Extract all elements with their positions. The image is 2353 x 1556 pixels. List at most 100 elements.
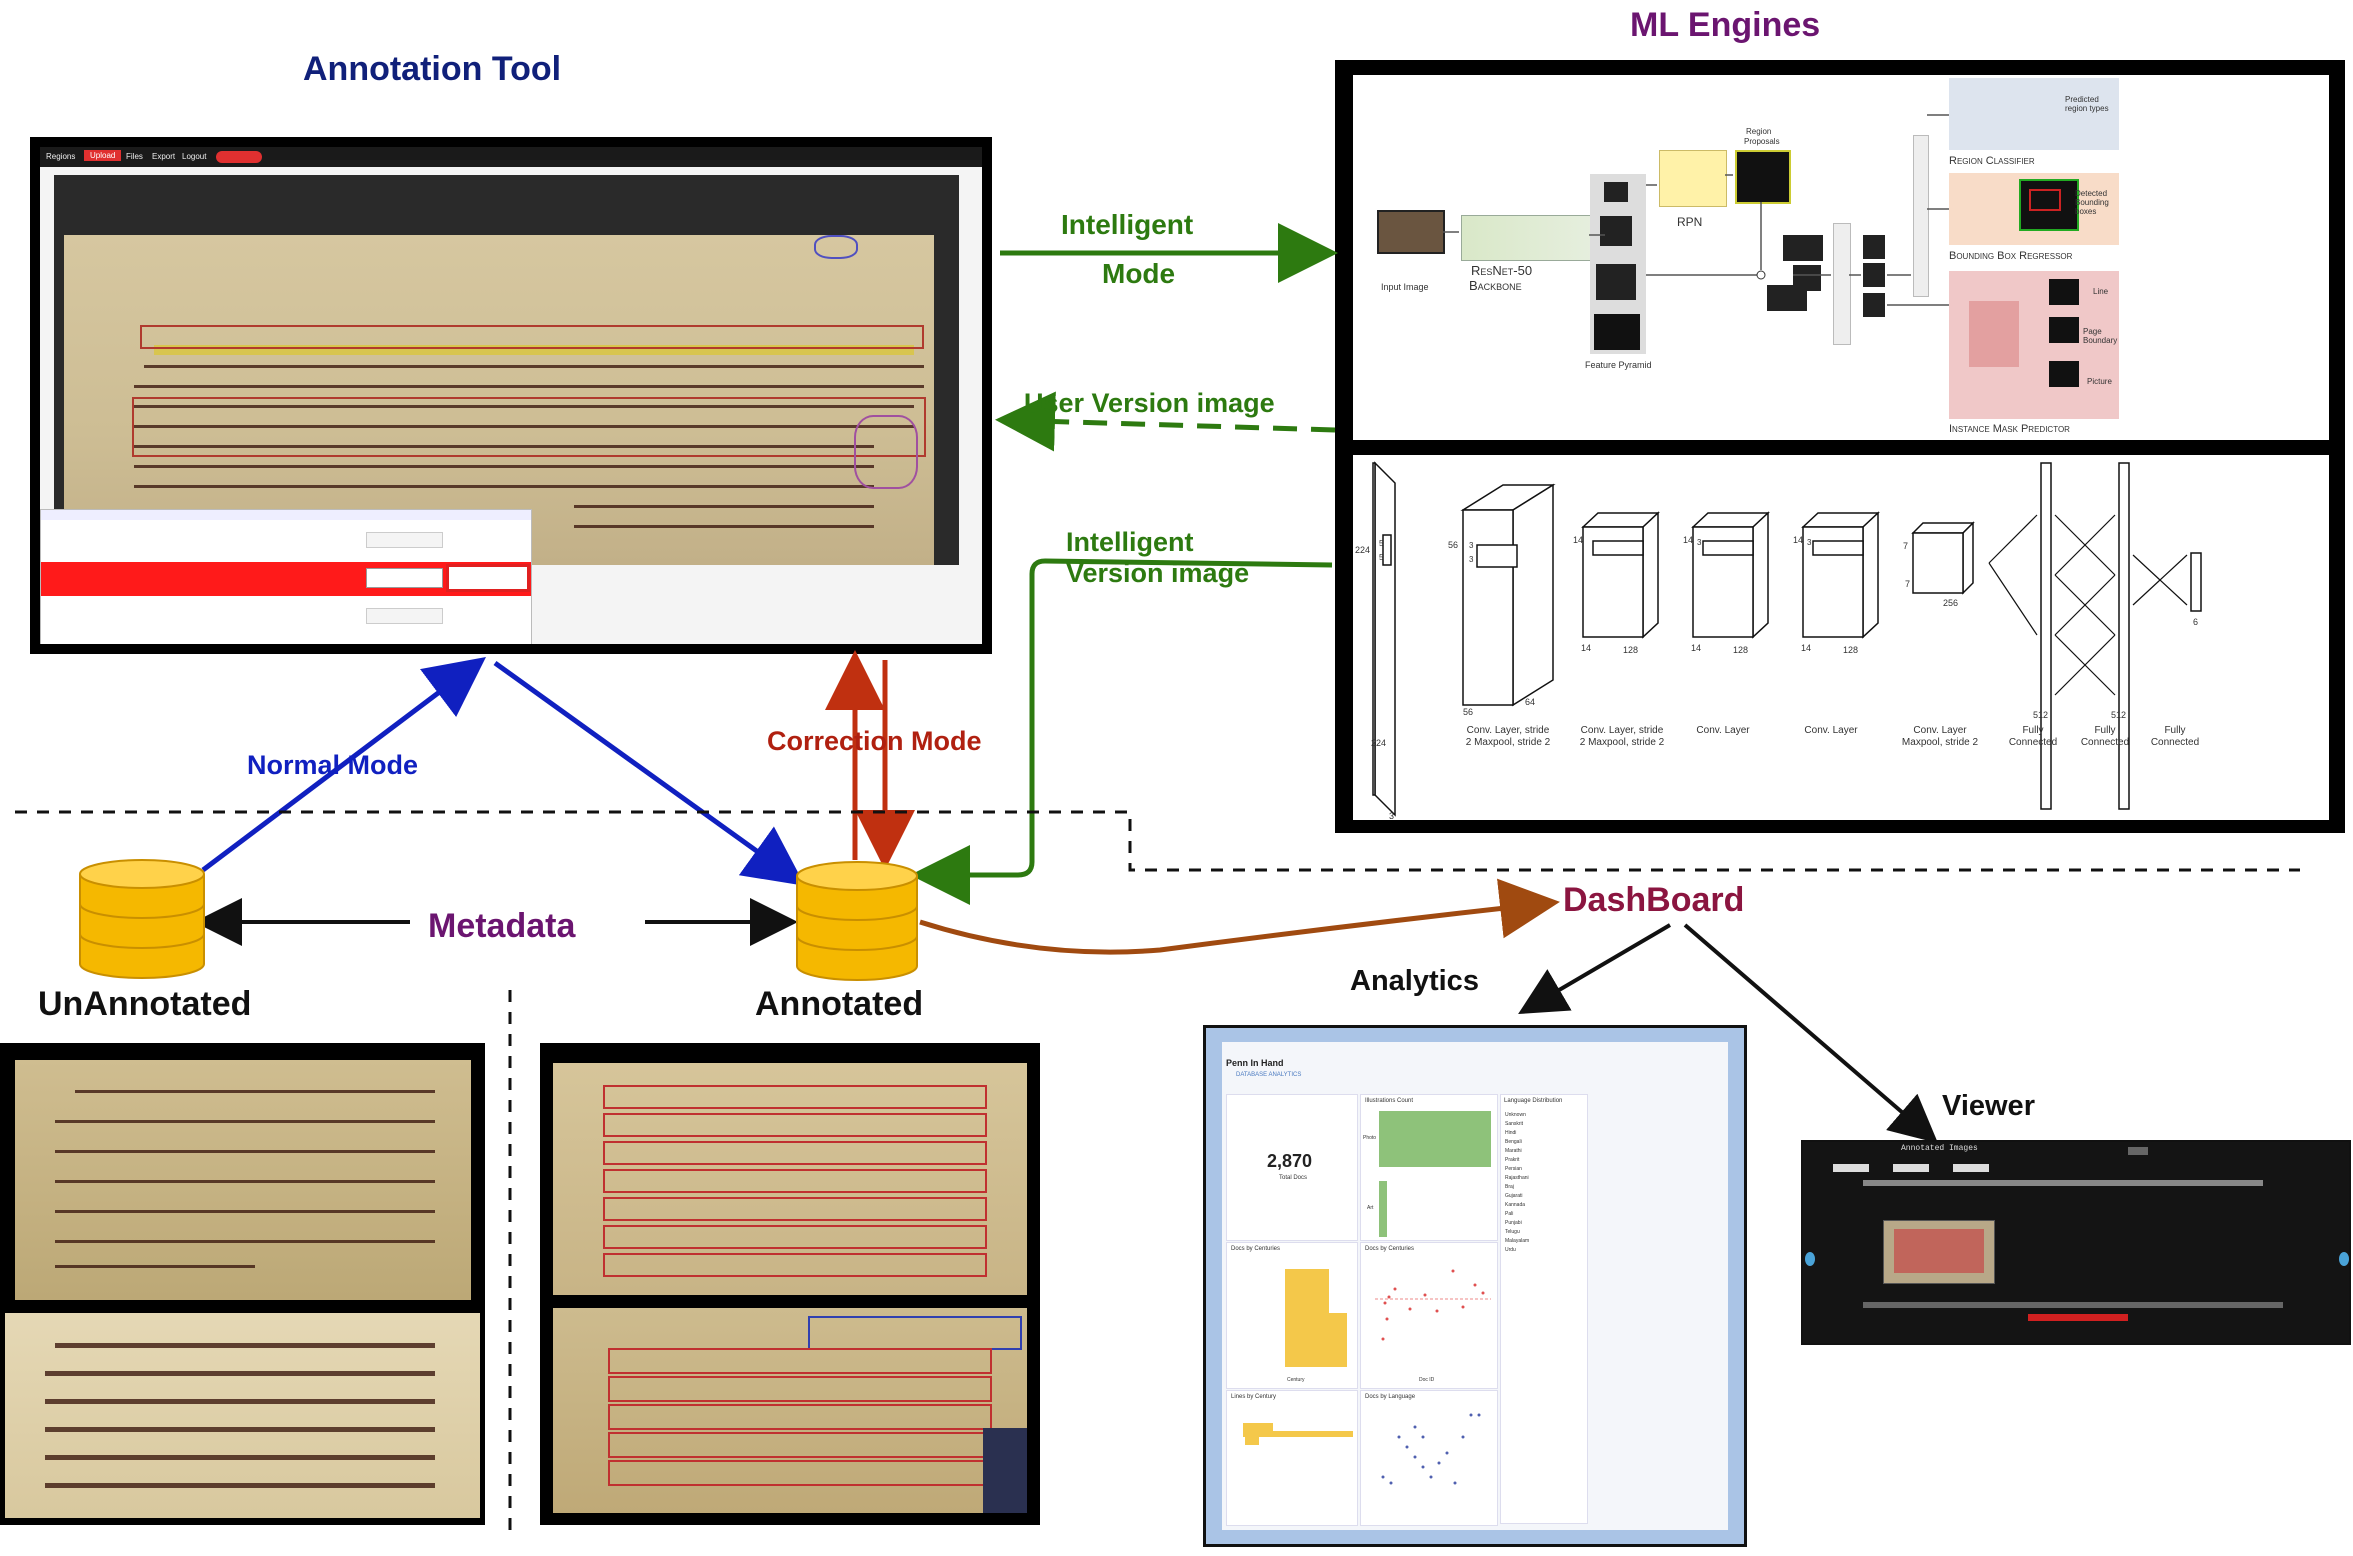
- hist-bar-1: [1285, 1269, 1307, 1367]
- language-list-item: Unknown: [1505, 1112, 1526, 1118]
- annotated-images-frame: [540, 1043, 1040, 1525]
- cnn-panel: 224 224 3 5 5 56 56 64 3 3 14 14 128 14 …: [1353, 455, 2329, 820]
- cnn-dim-256: 256: [1943, 598, 1959, 608]
- analytics-dashboard-window: Penn In Hand DATABASE ANALYTICS 2,870 To…: [1222, 1042, 1728, 1530]
- mrcnn-mask-picture: Picture: [2087, 377, 2112, 386]
- mrcnn-input-image: [1377, 210, 1445, 254]
- viewer-button-top-right[interactable]: [2128, 1147, 2148, 1155]
- cnn-layer-diagram: [1372, 461, 2202, 817]
- docs-scatter-plot: [1375, 1269, 1491, 1341]
- cnn-kernel-3-b: 3: [1469, 555, 1474, 564]
- cnn-dim-128-c: 128: [1843, 645, 1859, 655]
- menu-item-upload[interactable]: Upload: [84, 150, 122, 161]
- total-docs-label: Total Docs: [1279, 1175, 1308, 1181]
- label-normal-mode: Normal Mode: [247, 750, 419, 780]
- attribute-input-highlighted[interactable]: [446, 564, 530, 592]
- mrcnn-detected-bboxes: Detected Bounding boxes: [2075, 189, 2109, 216]
- cnn-layer-caption-7: Fully Connected: [2080, 725, 2130, 748]
- menu-item-files[interactable]: Files: [126, 152, 143, 161]
- cnn-dim-512-a: 512: [2033, 710, 2049, 720]
- cnn-dim-224-a: 224: [1355, 545, 1371, 555]
- annotation-tool-title: Annotation Tool: [303, 50, 562, 88]
- label-unannotated: UnAnnotated: [38, 985, 252, 1023]
- annotated-manuscript-1: [553, 1063, 1027, 1295]
- cnn-dim-14-c: 14: [1683, 535, 1694, 545]
- cnn-kernel-3-c: 3: [1697, 538, 1702, 547]
- cnn-layer-caption-6: Fully Connected: [2008, 725, 2058, 748]
- mrcnn-rpn: [1659, 150, 1727, 207]
- mrcnn-backbone: [1461, 215, 1605, 261]
- language-list-item: Hindi: [1505, 1130, 1517, 1136]
- total-docs-value: 2,870: [1267, 1151, 1313, 1171]
- attribute-editor-panel[interactable]: [40, 509, 532, 644]
- menu-item-export[interactable]: Export: [152, 152, 176, 161]
- mrcnn-rpn-label: RPN: [1677, 215, 1703, 229]
- docs-scatter-card: Docs by Centuries Doc ID: [1360, 1242, 1498, 1389]
- cnn-dim-14-d: 14: [1691, 643, 1702, 653]
- mrcnn-roi-align: [1833, 223, 1851, 345]
- language-scatter-plot: [1381, 1413, 1481, 1485]
- cnn-dim-14-a: 14: [1573, 535, 1584, 545]
- language-list-item: Gujarati: [1505, 1193, 1523, 1199]
- mrcnn-mask-predictor: [1949, 271, 2119, 419]
- viewer-dropdown-1[interactable]: [1833, 1164, 1869, 1172]
- viewer-action-buttons[interactable]: [2028, 1314, 2128, 1321]
- cnn-dim-6: 6: [2193, 617, 2199, 627]
- illustrations-bar-photo: [1379, 1111, 1491, 1167]
- database-icon-unannotated: [79, 859, 205, 979]
- docs-by-language-title: Docs by Language: [1365, 1394, 1416, 1400]
- annotated-manuscript-2: [553, 1308, 1027, 1513]
- language-list-item: Rajasthani: [1505, 1175, 1529, 1181]
- viewer-image[interactable]: [1883, 1220, 1995, 1284]
- cnn-dim-224-b: 224: [1371, 738, 1387, 748]
- viewer-next-icon[interactable]: [2339, 1252, 2349, 1266]
- cnn-dim-128-a: 128: [1623, 645, 1639, 655]
- viewer-search-bar[interactable]: [1863, 1180, 2263, 1186]
- cnn-dim-64: 64: [1525, 697, 1536, 707]
- viewer-dropdown-2[interactable]: [1893, 1164, 1929, 1172]
- mrcnn-region-classifier-label: Region Classifier: [1949, 155, 2035, 167]
- viewer-prev-icon[interactable]: [1805, 1252, 1815, 1266]
- cnn-dim-512-b: 512: [2111, 710, 2127, 720]
- language-list-item: Telugu: [1505, 1229, 1520, 1235]
- analytics-subtitle: DATABASE ANALYTICS: [1236, 1072, 1302, 1078]
- unannotated-images-frame: [0, 1043, 485, 1525]
- annotation-tool-frame: Regions Upload Files Export Logout: [30, 137, 992, 654]
- menu-item-logout[interactable]: Logout: [182, 152, 207, 161]
- attribute-dropdown[interactable]: [366, 568, 443, 588]
- mrcnn-bbox-regressor-label: Bounding Box Regressor: [1949, 250, 2073, 262]
- mrcnn-predicted-region-types: Predicted region types: [2065, 95, 2109, 113]
- docs-scatter-x-label: Doc ID: [1419, 1377, 1435, 1383]
- label-metadata: Metadata: [428, 907, 576, 945]
- illustrations-label-photo: Photo: [1363, 1135, 1377, 1141]
- mrcnn-region-proposals-line1: Region: [1746, 127, 1772, 136]
- illustrations-bar-art: [1379, 1181, 1387, 1237]
- language-distribution-title: Language Distribution: [1504, 1098, 1563, 1104]
- label-intelligent: Intelligent: [1061, 209, 1194, 240]
- unannotated-manuscript-1: [15, 1060, 471, 1300]
- language-list-item: Pali: [1505, 1211, 1514, 1217]
- mrcnn-backbone-line2: Backbone: [1469, 278, 1522, 293]
- mask-rcnn-panel: Input Image ResNet-50 Backbone Feature P…: [1353, 75, 2329, 440]
- menu-pill-red[interactable]: [216, 151, 262, 163]
- viewer-dropdown-3[interactable]: [1953, 1164, 1989, 1172]
- unannotated-manuscript-2: [5, 1313, 480, 1518]
- database-icon-annotated: [796, 861, 918, 981]
- label-intelligent-version-2: Version image: [1066, 558, 1250, 588]
- label-intelligent-version-1: Intelligent: [1066, 527, 1194, 557]
- viewer-caption-bar: [1863, 1302, 2283, 1308]
- language-list-item: Prakrit: [1505, 1157, 1520, 1163]
- cnn-dim-5-a: 5: [1379, 539, 1384, 548]
- lines-scatter-plot: [1243, 1423, 1353, 1445]
- viewer-window: Annotated Images: [1801, 1140, 2351, 1345]
- mrcnn-input-image-label: Input Image: [1381, 282, 1429, 292]
- cnn-layer-caption-1: Conv. Layer, stride 2 Maxpool, stride 2: [1465, 725, 1551, 748]
- lines-by-century-title: Lines by Century: [1231, 1394, 1277, 1400]
- menu-item-regions[interactable]: Regions: [46, 152, 76, 161]
- cnn-layer-caption-3: Conv. Layer: [1696, 725, 1750, 736]
- ml-engines-title: ML Engines: [1630, 6, 1821, 44]
- language-list-item: Marathi: [1505, 1148, 1522, 1154]
- mrcnn-backbone-line1: ResNet-50: [1471, 263, 1533, 278]
